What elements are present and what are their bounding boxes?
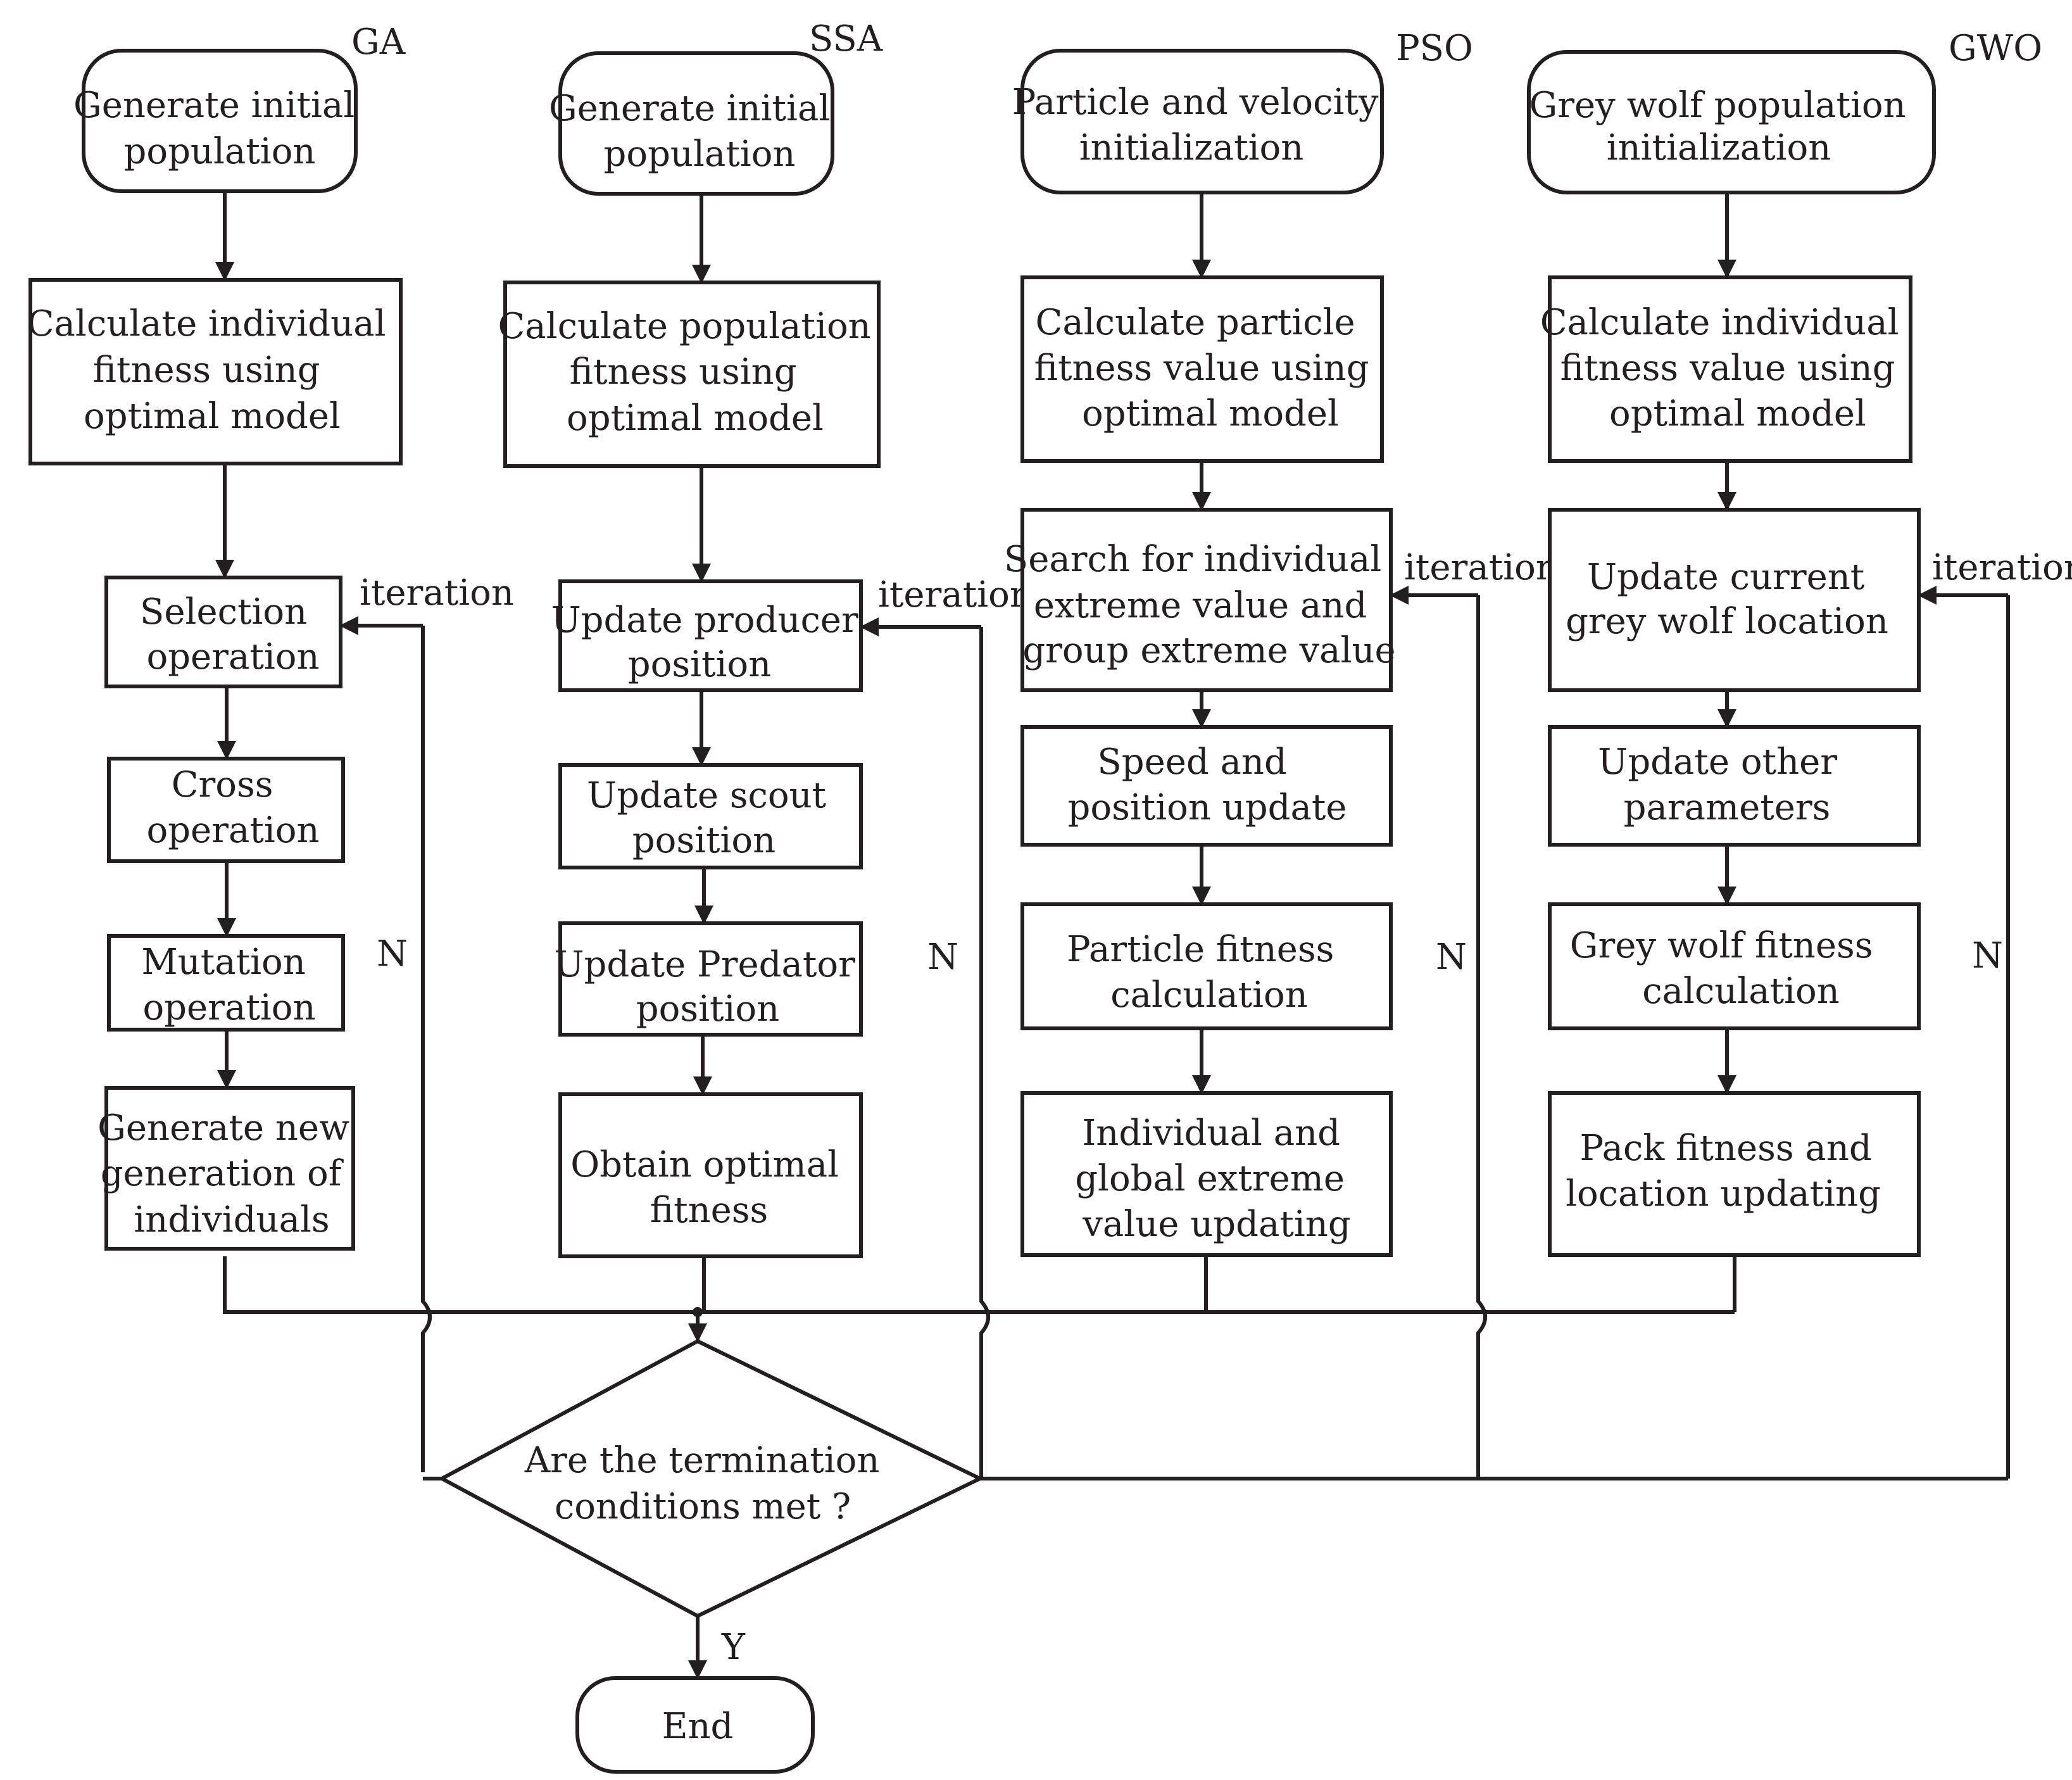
ssa-column-label: SSA bbox=[809, 18, 883, 60]
ssa-start-text: Generate initial population bbox=[549, 88, 841, 175]
pso-fitness-text: Calculate particle fitness value using o… bbox=[1034, 302, 1381, 434]
gwo-pack-node bbox=[1548, 1091, 1921, 1257]
ga-iteration-label: iteration bbox=[360, 572, 514, 614]
ga-fitness-node bbox=[28, 278, 403, 465]
ssa-producer-text: Update producer position bbox=[551, 600, 869, 685]
ga-mutation-node bbox=[107, 934, 345, 1032]
yes-label: Y bbox=[721, 1627, 746, 1668]
pso-column-label: PSO bbox=[1396, 28, 1473, 69]
ga-start-text: Generate initial population bbox=[73, 85, 366, 172]
ssa-iteration-label: iteration bbox=[878, 574, 1033, 615]
pso-particle-fitness-text: Particle fitness calculation bbox=[1067, 929, 1345, 1016]
pso-speed-text: Speed and position update bbox=[1068, 742, 1347, 828]
ssa-fitness-text: Calculate population fitness using optim… bbox=[498, 306, 882, 439]
gwo-location-node bbox=[1548, 508, 1921, 692]
ssa-producer-node bbox=[558, 579, 863, 692]
ga-selection-text: Selection operation bbox=[140, 591, 320, 678]
gwo-pack-text: Pack fitness and location updating bbox=[1566, 1128, 1883, 1215]
pso-search-node bbox=[1020, 508, 1393, 692]
ssa-predator-text: Update Predator position bbox=[554, 944, 866, 1030]
end-text: End bbox=[662, 1706, 734, 1747]
ga-cross-text: Cross operation bbox=[146, 764, 319, 851]
pso-search-text: Search for individual extreme value and … bbox=[1004, 539, 1396, 671]
ssa-optimal-text: Obtain optimal fitness bbox=[570, 1144, 850, 1231]
ssa-fitness-node bbox=[503, 281, 881, 468]
ga-cross-node bbox=[107, 757, 345, 863]
ga-newgen-node bbox=[104, 1086, 355, 1251]
pso-no-label: N bbox=[1436, 937, 1467, 978]
ga-start-node bbox=[82, 49, 358, 193]
pso-extreme-update-node bbox=[1020, 1091, 1393, 1257]
gwo-column-label: GWO bbox=[1949, 28, 2042, 69]
pso-speed-node bbox=[1020, 725, 1393, 847]
end-node bbox=[575, 1676, 815, 1774]
gwo-fitness-text: Calculate individual fitness value using… bbox=[1540, 302, 1911, 434]
gwo-fitness-node bbox=[1548, 275, 1912, 463]
gwo-location-text: Update current grey wolf location bbox=[1566, 557, 1888, 642]
pso-iteration-label: iteration bbox=[1404, 547, 1559, 588]
ga-mutation-text: Mutation operation bbox=[141, 942, 317, 1028]
pso-extreme-update-text: Individual and global extreme value upda… bbox=[1075, 1113, 1356, 1245]
ga-newgen-text: Generate new generation of individuals bbox=[97, 1108, 361, 1240]
ga-selection-node bbox=[104, 576, 342, 688]
gwo-no-label: N bbox=[1972, 935, 2003, 976]
termination-decision-text: Are the termination conditions met ? bbox=[524, 1440, 891, 1527]
gwo-start-text: Grey wolf population initialization bbox=[1529, 85, 1918, 168]
gwo-params-node bbox=[1548, 725, 1921, 847]
ssa-no-label: N bbox=[927, 937, 958, 978]
pso-fitness-node bbox=[1020, 275, 1384, 463]
pso-start-text: Particle and velocity initialization bbox=[1012, 82, 1390, 168]
ga-fitness-text: Calculate individual fitness using optim… bbox=[27, 303, 398, 437]
gwo-wolf-fitness-text: Grey wolf fitness calculation bbox=[1570, 925, 1885, 1012]
ssa-predator-node bbox=[558, 921, 863, 1037]
ssa-optimal-node bbox=[558, 1092, 863, 1258]
ga-column-label: GA bbox=[351, 22, 406, 63]
ssa-start-node bbox=[558, 51, 834, 196]
ssa-scout-text: Update scout position bbox=[587, 775, 838, 861]
gwo-start-node bbox=[1527, 50, 1936, 194]
ga-no-label: N bbox=[377, 933, 408, 975]
gwo-params-text: Update other parameters bbox=[1598, 742, 1849, 828]
pso-particle-fitness-node bbox=[1020, 902, 1393, 1030]
gwo-wolf-fitness-node bbox=[1548, 902, 1921, 1030]
gwo-iteration-label: iteration bbox=[1932, 547, 2072, 588]
ssa-scout-node bbox=[558, 763, 863, 869]
